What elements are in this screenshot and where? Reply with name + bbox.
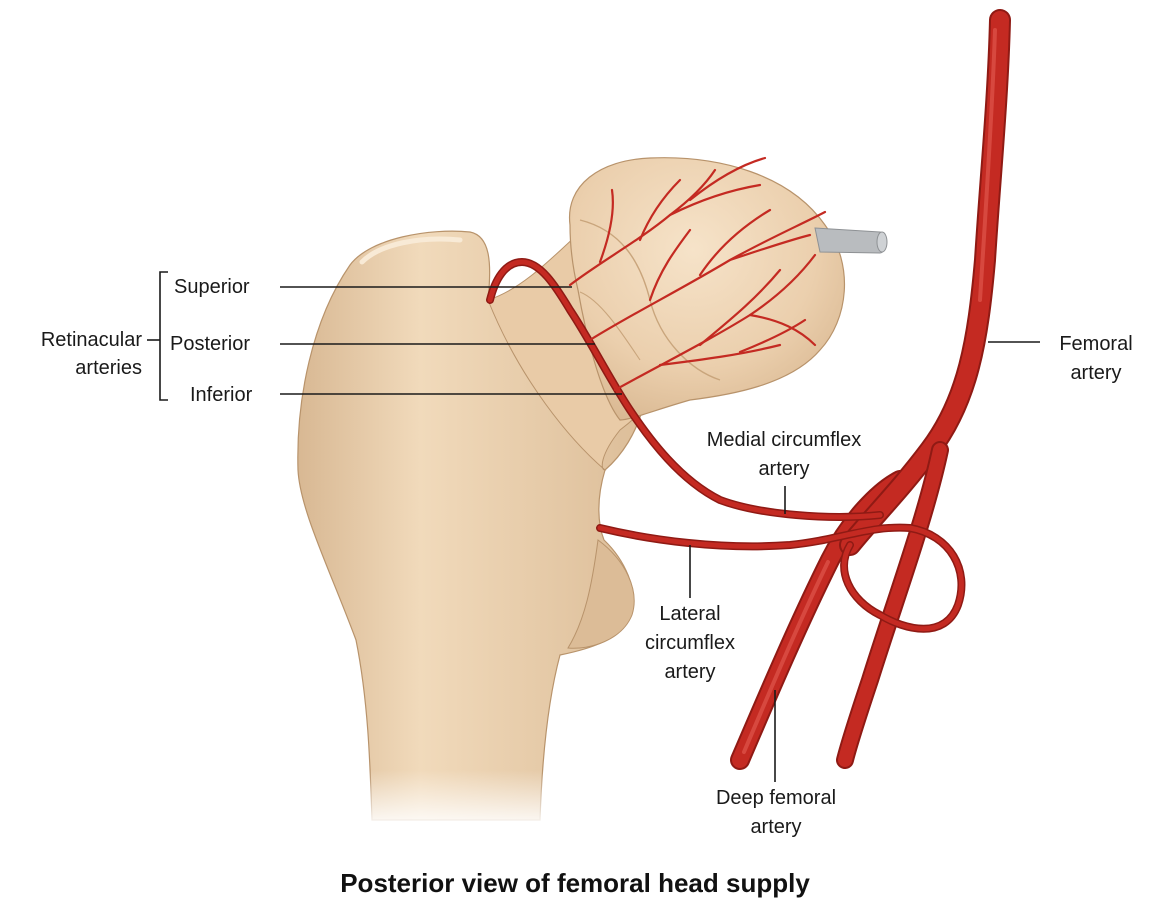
label-retinacular-1: Retinacular <box>41 329 143 351</box>
label-deep-2: artery <box>750 816 801 838</box>
label-femoral-1: Femoral <box>1059 333 1132 355</box>
figure-caption: Posterior view of femoral head supply <box>340 868 810 898</box>
label-lateral-1: Lateral <box>659 603 720 625</box>
retinacular-bracket <box>160 272 168 400</box>
label-medial-2: artery <box>758 458 809 480</box>
label-lateral-3: artery <box>664 661 715 683</box>
label-deep-1: Deep femoral <box>716 787 836 809</box>
label-posterior: Posterior <box>170 333 250 355</box>
ligamentum-teres-stub <box>815 228 886 253</box>
label-lateral-2: circumflex <box>645 632 735 654</box>
label-femoral-2: artery <box>1070 362 1121 384</box>
label-retinacular-2: arteries <box>75 357 142 379</box>
label-medial-1: Medial circumflex <box>707 429 861 451</box>
label-inferior: Inferior <box>190 384 253 406</box>
shaft-fade <box>340 770 580 830</box>
label-superior: Superior <box>174 276 250 298</box>
femur-bone <box>298 158 887 830</box>
